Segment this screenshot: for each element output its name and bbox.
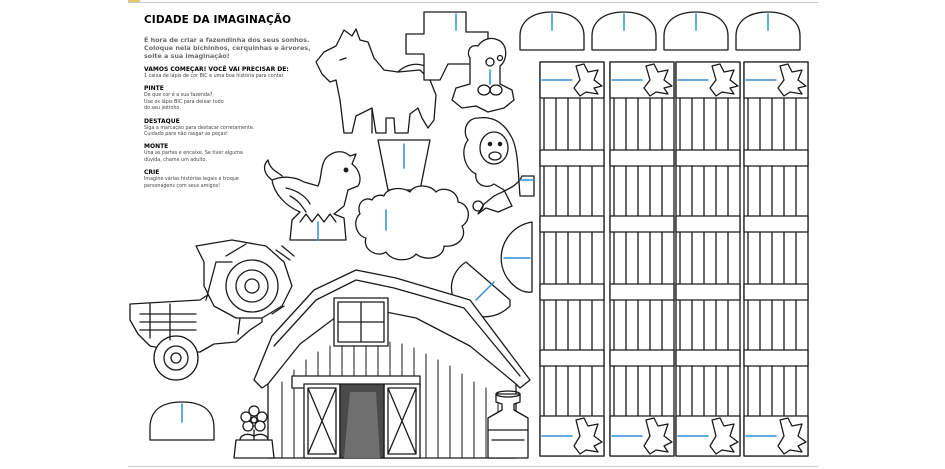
fence-rail [609, 215, 675, 233]
fence-tab [573, 63, 603, 97]
section-line: Una as partes e encaixe. Se tiver alguma [144, 151, 243, 157]
section-heading: VAMOS COMEÇAR! VOCÊ VAI PRECISAR DE: [144, 66, 289, 73]
top-border [128, 2, 818, 3]
sheep-icon[interactable] [463, 116, 535, 215]
fence-rail [675, 283, 741, 301]
fence-rail [675, 215, 741, 233]
section-assemble: MONTE Una as partes e encaixe. Se tiver … [144, 143, 319, 164]
section-heading: PINTE [144, 85, 164, 93]
fence-rail [539, 149, 605, 167]
bush-piece-icon[interactable] [500, 221, 533, 293]
tractor-icon[interactable] [129, 239, 295, 381]
fence-frame [609, 61, 675, 457]
section-line: dúvida, chame um adulto. [144, 157, 207, 163]
fence-tab [709, 417, 739, 455]
section-paint: PINTE De que cor é a sua fazenda? Use os… [144, 85, 319, 112]
cow-icon[interactable] [451, 37, 515, 113]
fence-rail [743, 149, 809, 167]
fence-tab [573, 417, 603, 455]
fence-frame [539, 61, 605, 457]
fence-tab [777, 63, 807, 97]
section-heading: DESTAQUE [144, 117, 180, 125]
fence-dome-icon[interactable] [735, 11, 801, 51]
tree-icon[interactable] [355, 139, 469, 261]
fence-rail [743, 283, 809, 301]
intro-line: É hora de criar a fazendinha dos seus so… [144, 36, 310, 44]
fence-frame [675, 61, 741, 457]
corner-accent [128, 0, 140, 3]
sheet-title: CIDADE DA IMAGINAÇÃO [144, 14, 292, 26]
section-line: Cuidado para não rasgar as peças! [144, 132, 228, 138]
fence-tab [777, 417, 807, 455]
fence-rail [609, 149, 675, 167]
section-line: personagens com seus amigos! [144, 183, 221, 189]
tree-trunk-piece-icon[interactable] [405, 11, 489, 81]
section-heading: CRIE [144, 169, 160, 177]
fence-tab [643, 63, 673, 97]
dome-piece-icon[interactable] [149, 401, 215, 441]
section-line: do seu jeitinho. [144, 106, 181, 112]
bottom-border [128, 466, 818, 467]
fence-tab [643, 417, 673, 455]
instructions-panel: CIDADE DA IMAGINAÇÃO É hora de criar a f… [144, 14, 319, 195]
section-materials: VAMOS COMEÇAR! VOCÊ VAI PRECISAR DE: 1 c… [144, 66, 319, 80]
section-line: De que cor é a sua fazenda? [144, 93, 213, 99]
fence-rail [539, 349, 605, 367]
fence-tab [709, 63, 739, 97]
fence-rail [675, 349, 741, 367]
fence-rail [609, 349, 675, 367]
fence-frame [743, 61, 809, 457]
fence-rail [743, 215, 809, 233]
intro-text: É hora de criar a fazendinha dos seus so… [144, 36, 319, 60]
rooster-icon[interactable] [263, 151, 361, 241]
fence-rail [609, 283, 675, 301]
intro-line: solte a sua imaginação! [144, 52, 230, 60]
fence-icon[interactable] [539, 61, 809, 457]
fence-rail [675, 149, 741, 167]
section-detach: DESTAQUE Siga a marcação para destacar c… [144, 118, 319, 139]
fence-rail [743, 349, 809, 367]
section-line: Use os lápis BIC para deixar tudo [144, 99, 224, 105]
intro-line: Coloque nela bichinhos, cerquinhas e árv… [144, 44, 311, 52]
section-line: 1 caixa de lápis de cor BIC e uma boa hi… [144, 74, 285, 79]
flower-icon[interactable] [233, 405, 275, 459]
section-line: Imagine várias histórias legais e troque [144, 177, 239, 183]
fence-dome-icon[interactable] [591, 11, 657, 51]
section-line: Siga a marcação para destacar corretamen… [144, 125, 255, 131]
fence-dome-icon[interactable] [663, 11, 729, 51]
section-create: CRIE Imagine várias histórias legais e t… [144, 169, 319, 190]
milk-can-icon[interactable] [487, 390, 529, 459]
barn-icon[interactable] [253, 269, 531, 459]
fence-rail [539, 215, 605, 233]
section-heading: MONTE [144, 143, 169, 151]
fence-dome-icon[interactable] [519, 11, 585, 51]
fence-rail [539, 283, 605, 301]
